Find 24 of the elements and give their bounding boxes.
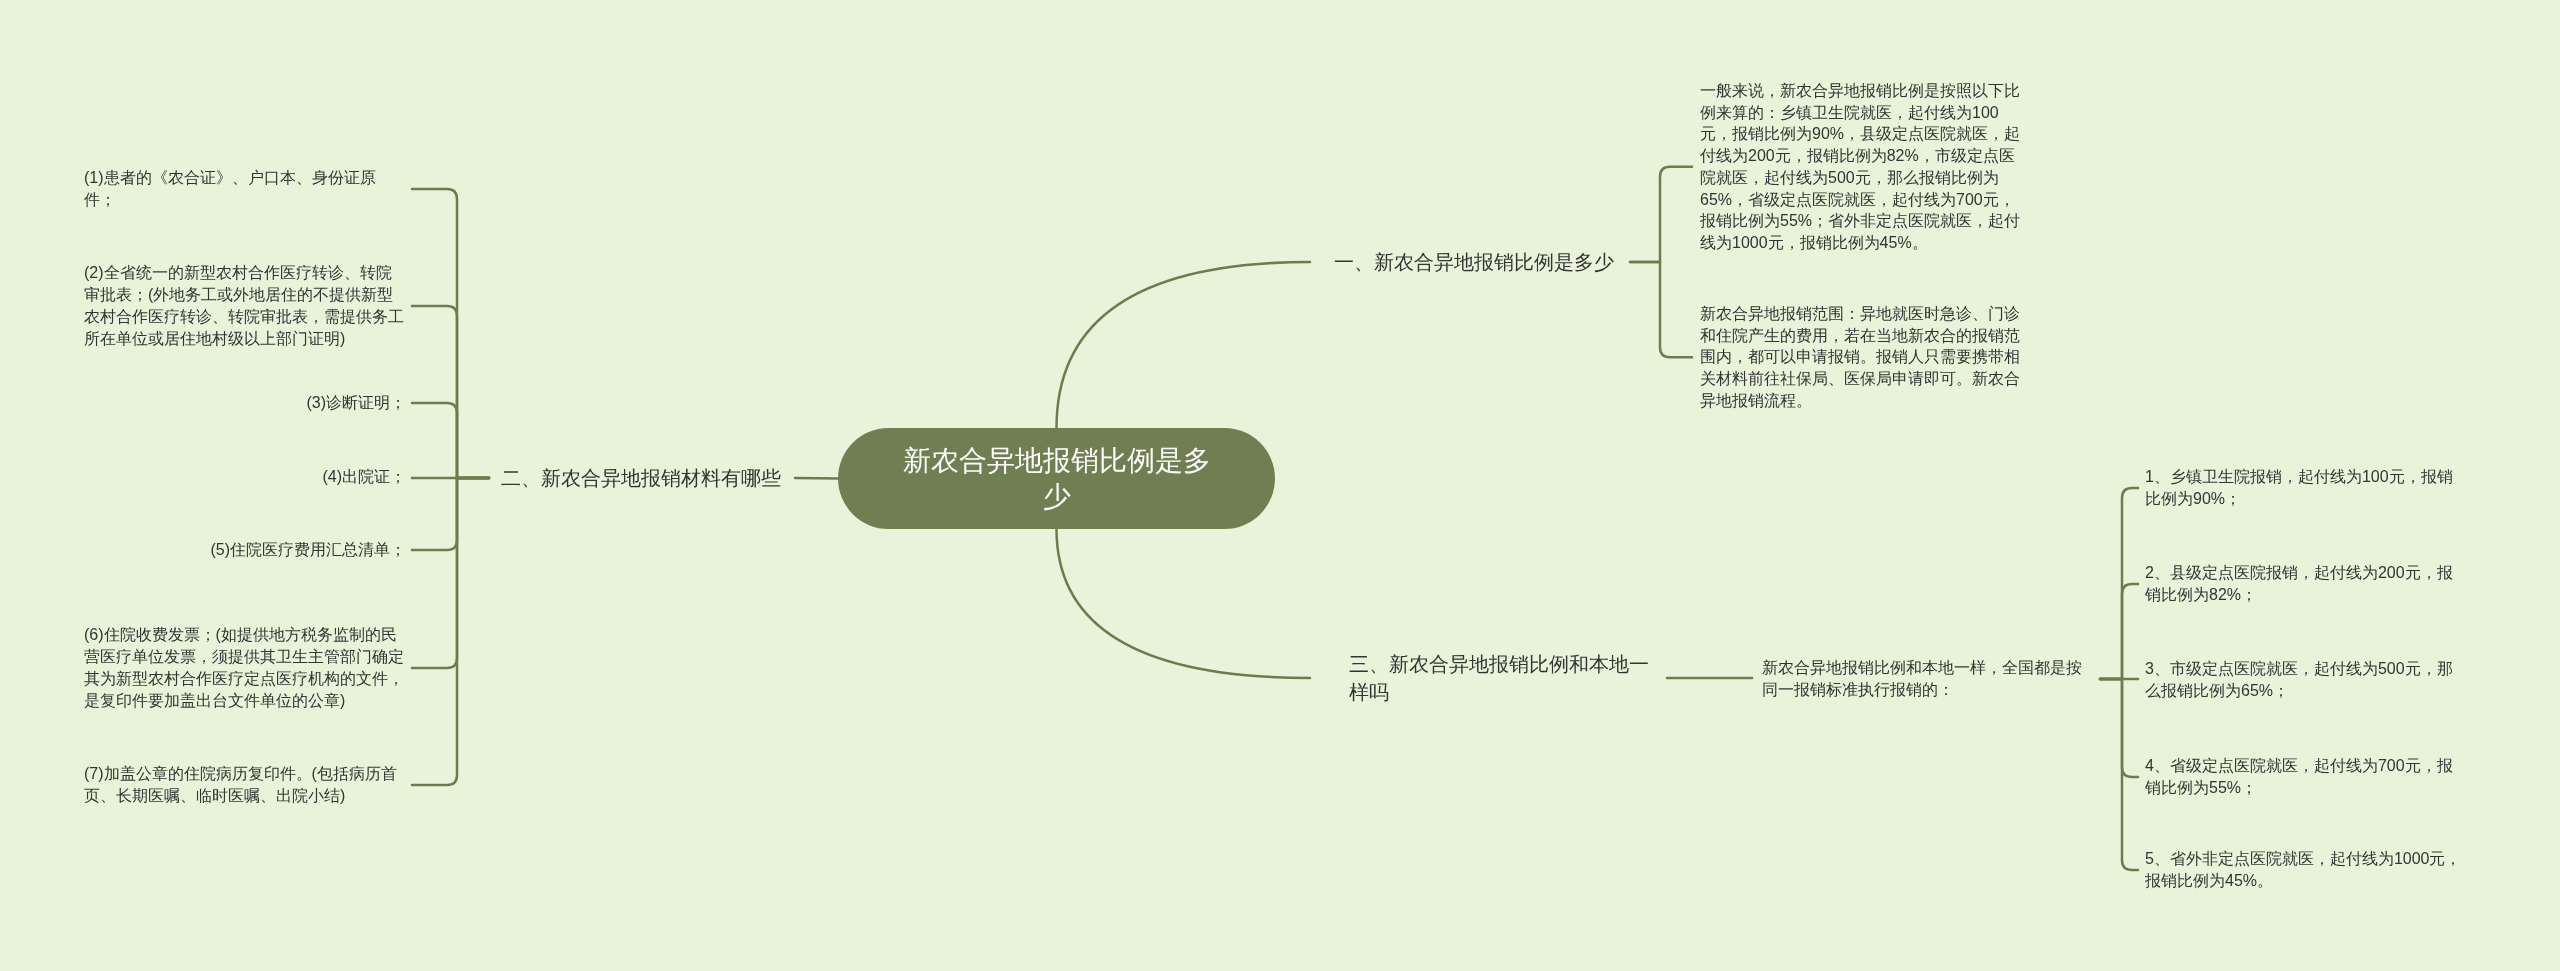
list-item-text: (7)加盖公章的住院病历复印件。(包括病历首页、长期医嘱、临时医嘱、出院小结) [84, 763, 412, 807]
list-item-text: (5)住院医疗费用汇总清单； [210, 539, 412, 561]
list-item-text: (4)出院证； [322, 466, 412, 488]
connector-line [793, 476, 840, 480]
branch-topic: 一、新农合异地报销比例是多少 [1310, 248, 1630, 276]
list-item-text: 3、市级定点医院就医，起付线为500元，那么报销比例为65%； [2138, 658, 2467, 702]
list-item-text: (3)诊断证明； [306, 392, 412, 414]
subtopic-text: 新农合异地报销比例和本地一样，全国都是按同一报销标准执行报销的： [1752, 657, 2100, 701]
note-text: 新农合异地报销范围：异地就医时急诊、门诊和住院产生的费用，若在当地新农合的报销范围内，都可以申请报销。报销人只需要携带相关材料前往社保局、医保局申请即可。新农合异地报销流程。 [1692, 303, 2030, 412]
list-item-text: 1、乡镇卫生院报销，起付线为100元，报销比例为90%； [2138, 466, 2467, 510]
list-item-text: (1)患者的《农合证》、户口本、身份证原件； [84, 167, 412, 211]
list-item-text: 2、县级定点医院报销，起付线为200元，报销比例为82%； [2138, 562, 2467, 606]
list-item-text: (6)住院收费发票；(如提供地方税务监制的民营医疗单位发票，须提供其卫生主管部门确定其为新型农村合作医疗定点医疗机构的文件，是复印件要加盖出台文件单位的公章) [84, 624, 412, 712]
branch-topic: 二、新农合异地报销材料有哪些 [489, 464, 795, 492]
connector-line [1055, 260, 1312, 430]
note-text: 一般来说，新农合异地报销比例是按照以下比例来算的：乡镇卫生院就医，起付线为100元，报销比例为90%，县级定点医院就医，起付线为200元，报销比例为82%，市级定点医院就医，起付线为500元，那么报销比例为65%，省级定点医院就医，起付线为700元，报销比例为55%；省外非定点医院就医，起付线为1000元，报销比例为45%。 [1692, 80, 2030, 254]
list-item-text: 4、省级定点医院就医，起付线为700元，报销比例为55%； [2138, 755, 2467, 799]
list-item-text: (2)全省统一的新型农村合作医疗转诊、转院审批表；(外地务工或外地居住的不提供新型农村合作医疗转诊、转院审批表，需提供务工所在单位或居住地村级以上部门证明) [84, 262, 412, 350]
central-topic: 新农合异地报销比例是多少 [838, 428, 1275, 529]
connector-line [1665, 676, 1754, 680]
connector-line [410, 476, 491, 787]
connector-line [1055, 527, 1312, 680]
branch-topic: 三、新农合异地报销比例和本地一样吗 [1310, 650, 1667, 706]
list-item-text: 5、省外非定点医院就医，起付线为1000元，报销比例为45%。 [2138, 848, 2467, 892]
